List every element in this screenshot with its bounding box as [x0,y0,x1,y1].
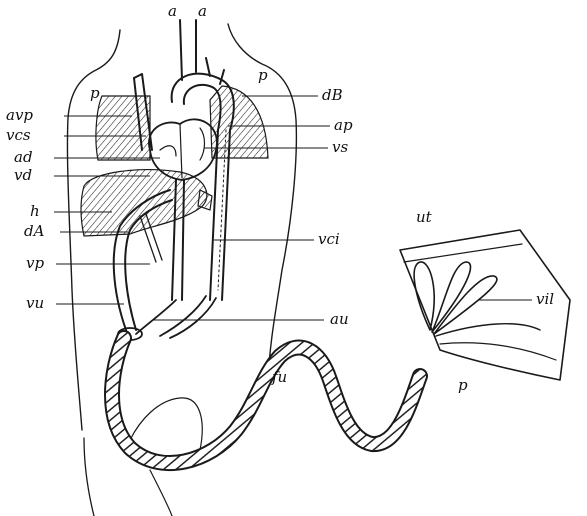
label-p-placenta: p [458,376,468,394]
label-fu: fu [271,368,287,386]
label-a-right: a [198,2,207,20]
aortic-arch [170,19,235,301]
label-vd: vd [14,166,32,184]
inferior-vena-cava [171,179,185,301]
umbilical-arteries [135,295,217,339]
umbilical-vein [112,189,173,331]
label-a-left: a [168,2,177,20]
heart [148,118,218,181]
label-p-left: p [90,84,100,102]
right-lung [209,85,269,159]
left-lung [95,95,151,161]
leader-lines [54,95,532,321]
label-au: au [330,310,349,328]
label-ut: ut [416,208,433,226]
label-p-right: p [258,66,268,84]
label-vcs: vcs [6,126,31,144]
label-h: h [30,202,40,220]
label-vs: vs [332,138,348,156]
labels: a a p p dB avp ap vcs vs ad vd h dA vci … [6,2,554,394]
label-dA: dA [24,222,45,240]
label-dB: dB [322,86,343,104]
label-avp: avp [6,106,33,124]
placenta [399,229,571,381]
label-ad: ad [14,148,33,166]
liver [80,169,213,237]
label-ap: ap [334,116,353,134]
superior-vena-cava [133,73,153,151]
umbilical-cord [104,330,428,471]
label-vil: vil [536,290,554,308]
label-vu: vu [26,294,44,312]
label-vp: vp [26,254,44,272]
body-outline [66,23,298,516]
label-vci: vci [318,230,340,248]
